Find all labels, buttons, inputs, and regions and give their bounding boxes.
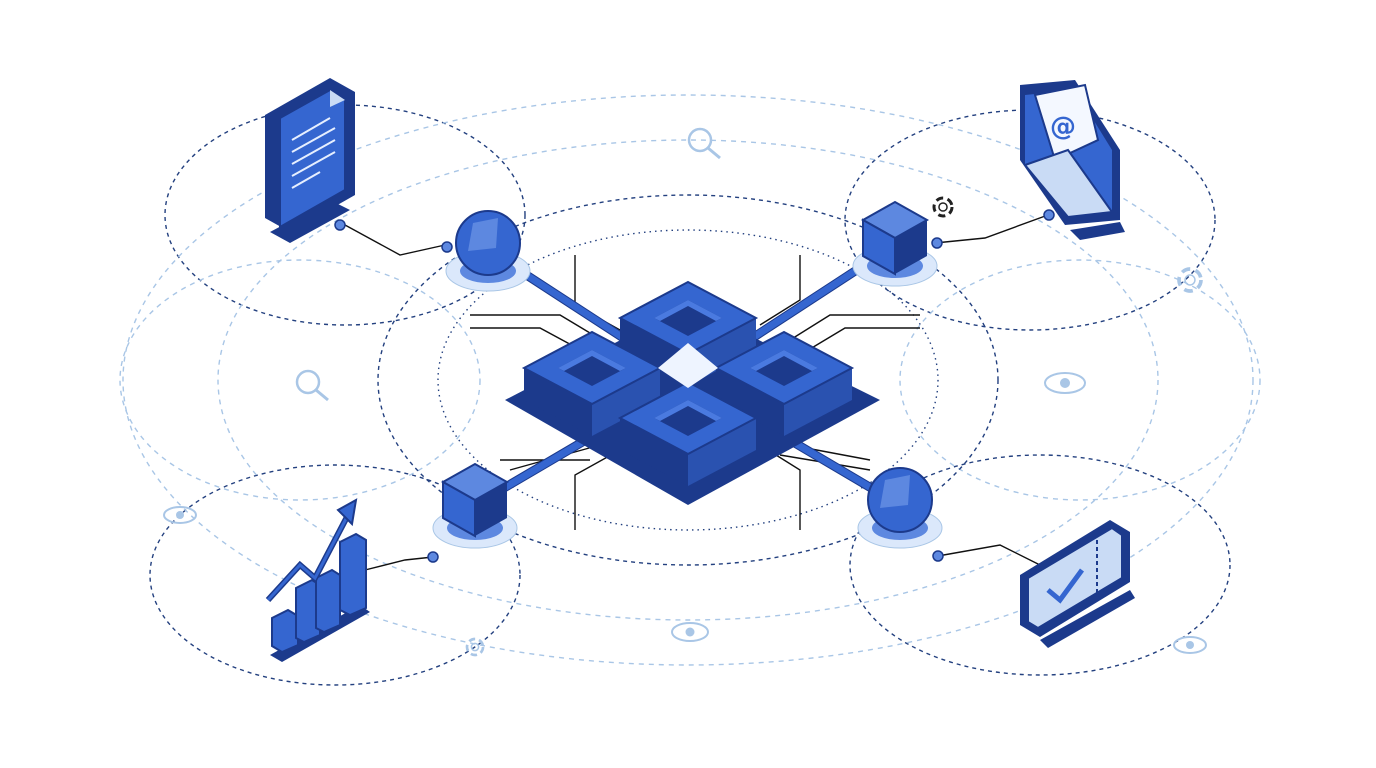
- background-icons: [163, 127, 1207, 657]
- connector-dot: [931, 237, 943, 249]
- bar-chart-growth-icon[interactable]: [265, 498, 370, 662]
- gear-teeth: [932, 196, 954, 218]
- wire: [934, 214, 1049, 244]
- node-cube: [852, 200, 938, 287]
- cube-right: [895, 220, 927, 274]
- wire: [344, 224, 446, 256]
- sphere-facet: [468, 218, 498, 251]
- block-hole-wall: [558, 350, 626, 371]
- connector-dot: [1043, 209, 1055, 221]
- gear-icon: [932, 196, 954, 218]
- document-icon[interactable]: [265, 78, 355, 243]
- block-hole-wall: [654, 400, 722, 421]
- orbit-ring: [849, 454, 1231, 676]
- eye-icon: [671, 622, 709, 642]
- gear-teeth: [465, 637, 485, 657]
- connector-dot: [334, 219, 346, 231]
- block-hole-wall: [654, 300, 722, 321]
- email-at-symbol: @: [1050, 112, 1076, 142]
- hub-block: [521, 330, 663, 436]
- orbit-ring: [377, 194, 999, 566]
- ticket-check-icon[interactable]: [1020, 520, 1135, 648]
- orbit-ring: [164, 104, 526, 326]
- wire: [364, 556, 434, 571]
- lens: [295, 369, 321, 395]
- handle: [315, 388, 329, 402]
- hub-block: [713, 330, 855, 436]
- connector-dot: [427, 551, 439, 563]
- eye-outline: [1173, 636, 1207, 654]
- block-left-face: [716, 368, 784, 436]
- node-sphere: [445, 210, 531, 292]
- orbit-ring: [437, 229, 939, 531]
- block-left-face: [524, 368, 592, 436]
- cube-right: [475, 482, 507, 536]
- search-icon: [295, 369, 329, 402]
- handle: [707, 146, 721, 160]
- central-hub: [521, 280, 855, 486]
- search-icon: [687, 127, 721, 160]
- orbit-ring: [122, 94, 1254, 666]
- orbit-rings: [119, 94, 1261, 686]
- lens: [687, 127, 713, 153]
- gear-teeth: [1177, 267, 1203, 293]
- block-right-face: [592, 368, 660, 436]
- eye-outline: [1044, 372, 1086, 394]
- block-right-face: [688, 418, 756, 486]
- sphere-facet: [880, 475, 910, 508]
- pupil: [1186, 641, 1194, 649]
- orbit-ring: [119, 259, 481, 501]
- block-left-face: [620, 418, 688, 486]
- orbit-ring: [149, 464, 521, 686]
- eye-icon: [1044, 372, 1086, 394]
- orbit-ring: [899, 259, 1261, 501]
- eye-icon: [1173, 636, 1207, 654]
- pupil: [176, 511, 184, 519]
- envelope-icon[interactable]: @: [1020, 80, 1125, 240]
- eye-icon: [163, 506, 197, 524]
- block-hole-wall: [750, 350, 818, 371]
- node-cube: [432, 462, 518, 549]
- gear-icon: [1177, 267, 1203, 293]
- gear-hub: [1184, 274, 1196, 286]
- wire: [937, 544, 1041, 566]
- orbit-ring: [217, 139, 1159, 621]
- eye-outline: [671, 622, 709, 642]
- block-right-face: [784, 368, 852, 436]
- node-sphere: [857, 467, 943, 549]
- gear-hub: [938, 202, 948, 212]
- gear-icon: [465, 637, 485, 657]
- nodes: [334, 200, 1055, 563]
- hub-block: [617, 380, 759, 486]
- gear-hub: [470, 642, 480, 652]
- pupil: [1060, 378, 1070, 388]
- connector-dot: [441, 241, 453, 253]
- eye-outline: [163, 506, 197, 524]
- hub-center-light: [658, 343, 718, 388]
- pupil: [685, 627, 695, 637]
- connector-dot: [932, 550, 944, 562]
